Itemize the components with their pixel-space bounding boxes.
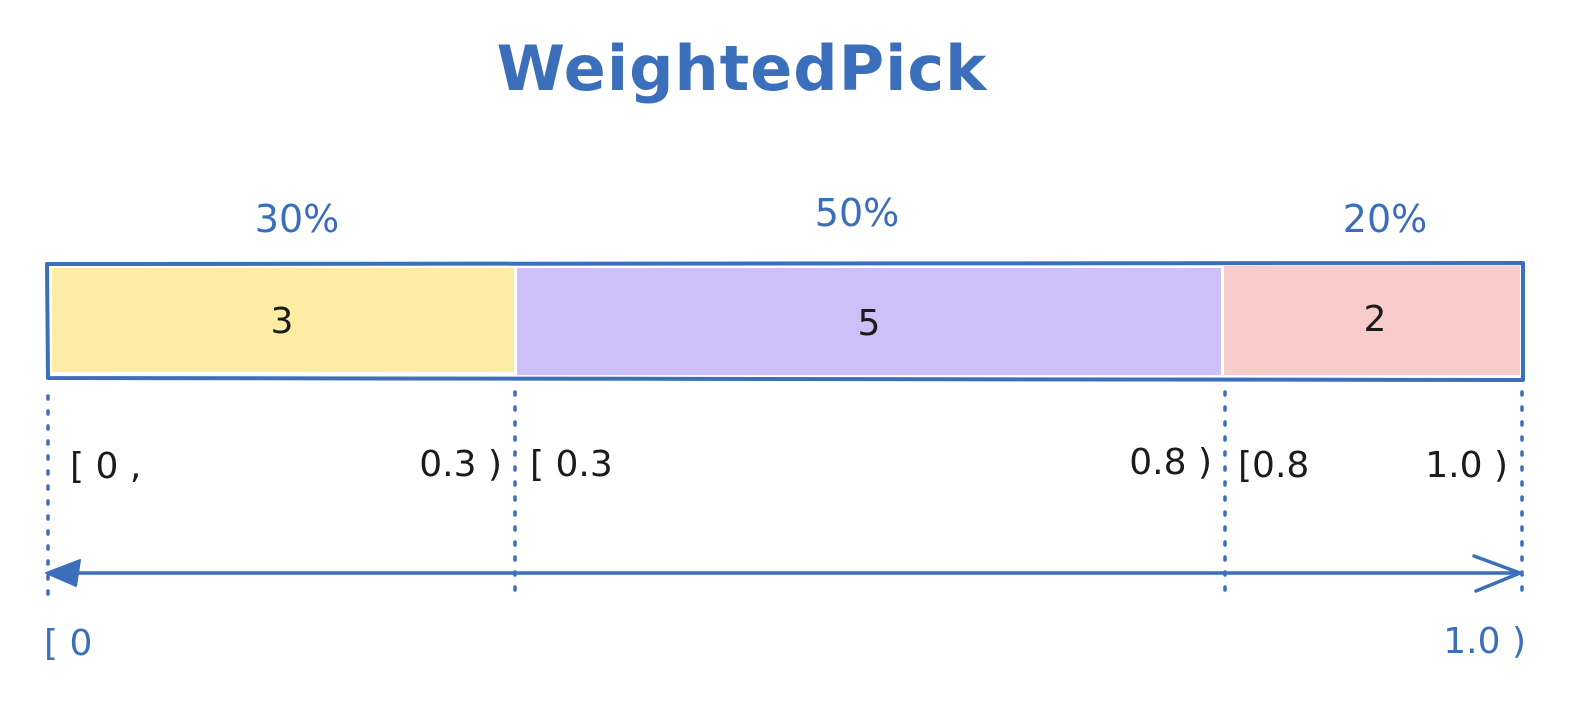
bar-outline bbox=[45, 261, 1525, 382]
segment-1-weight: 3 bbox=[271, 301, 294, 342]
axis-end-label: 1.0 ) bbox=[1443, 621, 1526, 662]
segment-3-fill bbox=[1224, 266, 1520, 375]
segment-3-weight: 2 bbox=[1364, 299, 1387, 340]
diagram-title: WeightedPick bbox=[497, 32, 989, 105]
axis-start-arrowhead bbox=[45, 559, 81, 587]
segment-2-range-end: 0.8 ) bbox=[1129, 442, 1212, 483]
segment-3-range-end: 1.0 ) bbox=[1425, 445, 1508, 486]
segment-2-fill bbox=[517, 268, 1221, 375]
segment-1-range-start: [ 0 , bbox=[70, 446, 141, 487]
segment-3-percent: 20% bbox=[1343, 197, 1427, 241]
segment-2-weight: 5 bbox=[858, 303, 881, 344]
segment-2-range-start: [ 0.3 bbox=[530, 444, 613, 485]
segment-1-fill bbox=[52, 268, 514, 372]
segment-1-percent: 30% bbox=[255, 197, 339, 241]
segment-1-range-end: 0.3 ) bbox=[419, 444, 502, 485]
axis-end-arrowhead bbox=[1472, 554, 1522, 593]
segment-3-range-start: [0.8 bbox=[1238, 445, 1309, 486]
segment-2-percent: 50% bbox=[815, 191, 899, 235]
axis-start-label: [ 0 bbox=[44, 623, 92, 664]
